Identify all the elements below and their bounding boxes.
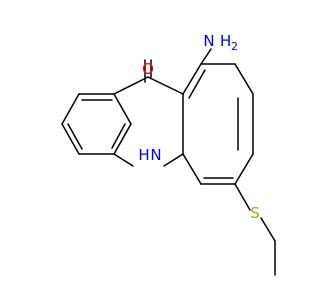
right-benzene-ring <box>182 63 254 185</box>
central-ring <box>113 76 184 167</box>
amine-bond <box>200 48 212 65</box>
amine-nitrogen-label: N <box>203 32 214 50</box>
ring-hydrogen-label: H <box>138 146 149 164</box>
ring-nh-label: N H <box>138 146 161 164</box>
molecule-structure-drawing: O N H 2 N H S <box>61 32 276 276</box>
ring-nitrogen-label: N <box>150 146 161 164</box>
ethylthio-chain <box>234 183 276 276</box>
oxygen-atom-label: O <box>142 60 154 78</box>
sulfur-atom-label: S <box>250 204 260 222</box>
amine-hydrogen-label: H <box>220 32 231 50</box>
carbonyl-double-bond <box>144 59 152 83</box>
left-benzene-ring <box>61 93 132 155</box>
amine-group-label: N H 2 <box>203 32 238 53</box>
amine-subscript: 2 <box>231 40 238 53</box>
